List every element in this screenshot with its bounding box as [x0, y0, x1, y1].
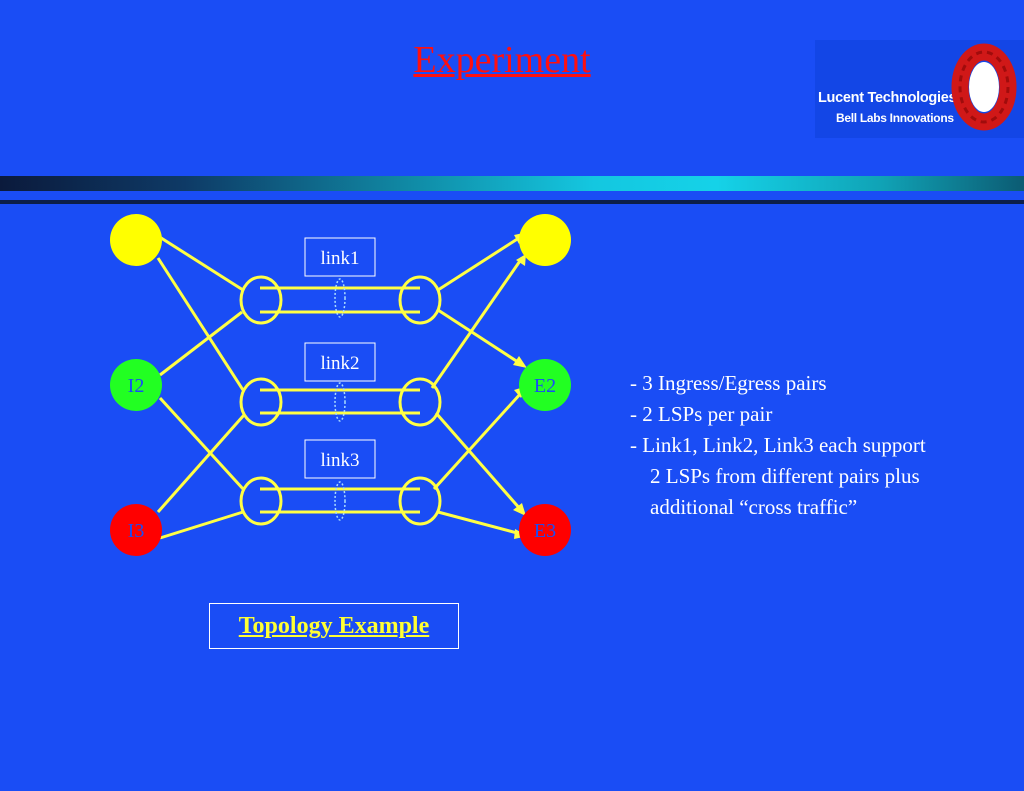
bullet-item: - 3 Ingress/Egress pairs [630, 371, 827, 395]
link1-right-ring [398, 275, 442, 325]
header-divider-line [0, 200, 1024, 204]
link3-label: link3 [320, 450, 359, 471]
logo-tagline: Bell Labs Innovations [836, 111, 954, 125]
link3-midpoint-marker [334, 481, 346, 521]
lucent-logo: Lucent Technologies Bell Labs Innovation… [815, 40, 1024, 138]
link1-midpoint-marker [334, 278, 346, 318]
edge-ring2-e1 [430, 257, 524, 389]
header-gradient-band [0, 176, 1024, 191]
arrowhead-e2-a [513, 356, 527, 368]
node-e3-label: E3 [534, 520, 556, 542]
node-e3 [519, 504, 571, 556]
arrowhead-e3-a [513, 503, 526, 516]
edge-i1-ring1 [157, 234, 244, 292]
edge-i3-ring2 [156, 414, 246, 513]
link2-right-ring [398, 377, 442, 427]
link1-label-box [304, 237, 376, 277]
node-e2-label: E2 [534, 375, 556, 397]
logo-company-name: Lucent Technologies [818, 90, 957, 106]
node-i3-label: I3 [128, 520, 145, 542]
node-e2 [519, 359, 571, 411]
edge-i3-ring3 [159, 510, 244, 540]
edge-i2-ring1 [159, 310, 243, 377]
bullet-list: - 3 Ingress/Egress pairs - 2 LSPs per pa… [630, 368, 926, 523]
edge-i2-ring3 [158, 396, 246, 492]
link3-label-box [304, 439, 376, 479]
link2-label: link2 [320, 353, 359, 374]
innovation-ring-icon [951, 43, 1017, 131]
edge-i1-ring2 [156, 257, 245, 391]
bullet-item: - Link1, Link2, Link3 each support [630, 433, 926, 457]
bullet-continuation: additional “cross traffic” [650, 495, 858, 519]
link2-midpoint-marker [334, 382, 346, 422]
node-i2 [110, 359, 162, 411]
bullet-item: - 2 LSPs per pair [630, 402, 773, 426]
link1-label: link1 [320, 248, 359, 269]
link3-left-ring [239, 476, 283, 526]
link1-left-ring [239, 275, 283, 325]
node-i3 [110, 504, 162, 556]
edge-ring1-e2 [437, 308, 522, 366]
node-i2-label: I2 [128, 375, 145, 397]
edge-ring3-e2 [432, 390, 524, 491]
slide-title: Experiment [413, 39, 591, 81]
node-i1 [110, 214, 162, 266]
link2-left-ring [239, 377, 283, 427]
node-e1 [519, 214, 571, 266]
arrowhead-e1-b [516, 254, 526, 266]
link2-label-box [304, 342, 376, 382]
link3-right-ring [398, 476, 442, 526]
edge-ring1-e1 [437, 234, 523, 292]
diagram-caption: Topology Example [238, 613, 430, 639]
caption-box: Topology Example [209, 603, 459, 649]
edge-ring2-e3 [434, 412, 523, 511]
edge-ring3-e3 [437, 510, 522, 536]
bullet-continuation: 2 LSPs from different pairs plus [650, 464, 920, 488]
